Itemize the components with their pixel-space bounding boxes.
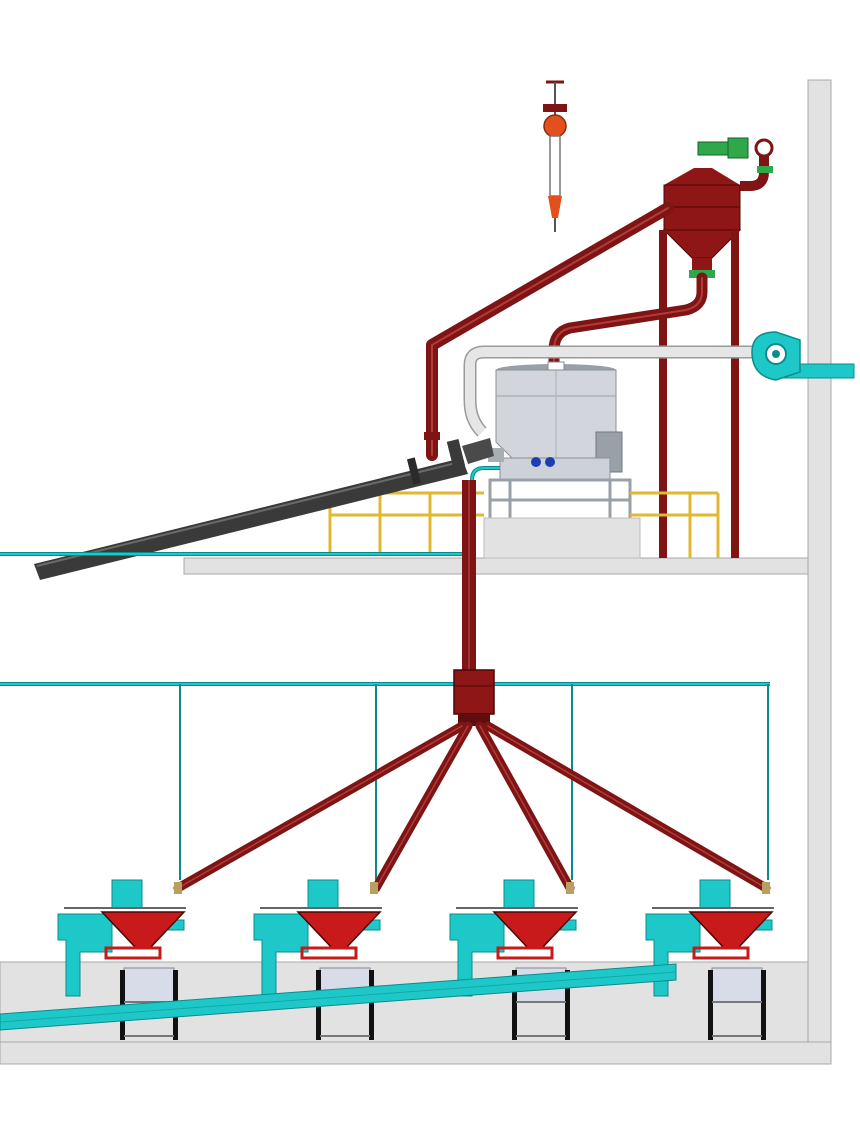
lower-cyan-header [0,682,770,880]
packing-stations [57,879,774,1040]
bag [123,967,175,1003]
hopper-support-legs [659,230,739,558]
upper-water-line [0,466,500,556]
drop-pipe [462,480,476,670]
right-column [807,79,832,1065]
motorized-valve-icon [697,137,774,191]
main-feed-pipe-highlight [431,207,669,456]
manual-valve-icon [543,80,567,232]
base-slab [0,1041,832,1065]
distribution-pipes [173,721,771,893]
upper-red-pipes [424,202,708,461]
discharge-belt-conveyor [0,963,677,1031]
mixer-pedestal [483,517,641,559]
gray-suction-pipe [463,345,760,437]
inclined-screw-conveyor [34,438,494,580]
blower-fan-icon [751,331,855,381]
safety-railing [328,491,720,558]
mixer-tank [488,361,623,481]
bag [711,967,763,1003]
packing-station-4 [645,879,774,1040]
upper-floor-slab [183,557,809,575]
distributor-box [453,669,495,726]
packing-station-2 [253,879,382,1040]
